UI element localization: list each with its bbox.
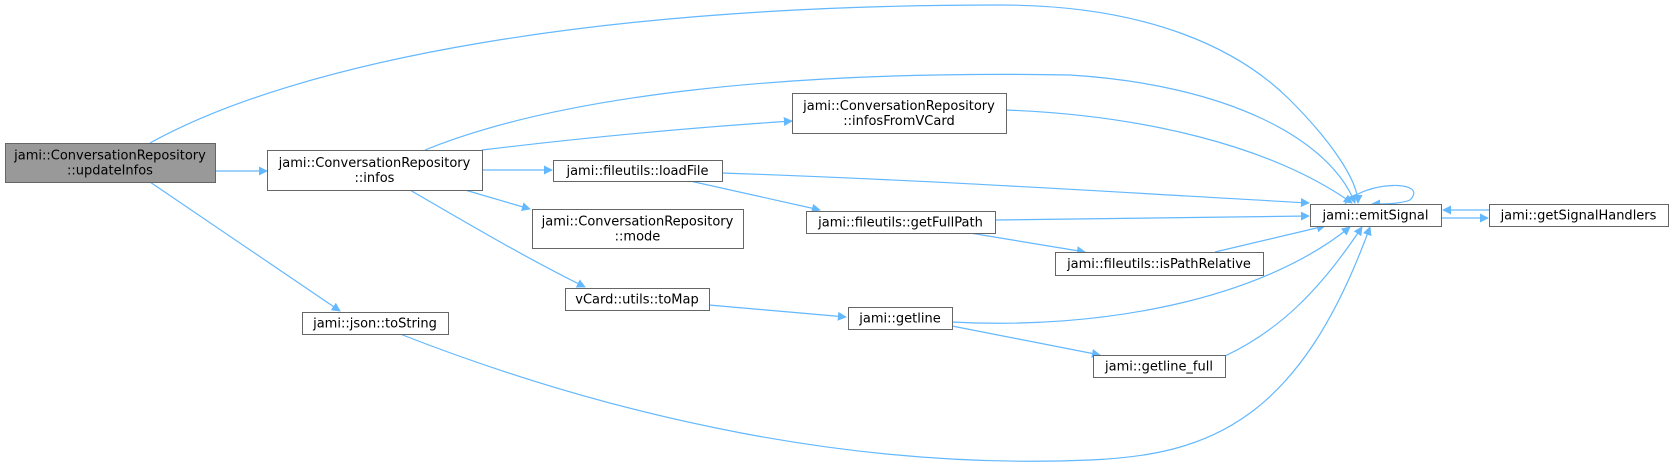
node-label-infosFromVCard-0: jami::ConversationRepository	[802, 99, 995, 114]
edge-loadFile-to-emitSignal	[721, 172, 1310, 208]
edge-infosFromVCard-to-emitSignal	[1005, 109, 1353, 204]
node-label-toMap-0: vCard::utils::toMap	[575, 293, 698, 308]
node-updateInfos[interactable]: jami::ConversationRepository::updateInfo…	[5, 143, 216, 183]
node-label-mode-0: jami::ConversationRepository	[541, 215, 734, 230]
node-label-infos-0: jami::ConversationRepository	[278, 156, 471, 171]
edge-getFullPath-to-isPathRelative	[969, 232, 1086, 256]
edge-infos-to-emitSignal	[424, 73, 1357, 204]
node-box-toString[interactable]	[302, 312, 449, 335]
edge-infos-to-infosFromVCard	[481, 117, 793, 151]
node-box-loadFile[interactable]	[553, 160, 723, 182]
edge-getline_full-to-emitSignal	[1224, 226, 1363, 357]
node-toMap[interactable]: vCard::utils::toMap	[565, 288, 710, 311]
node-box-isPathRelative[interactable]	[1055, 252, 1264, 276]
edge-updateInfos-to-toString	[149, 181, 341, 312]
node-box-mode[interactable]	[532, 209, 744, 249]
edge-getline-to-emitSignal	[951, 226, 1351, 324]
edge-toMap-to-getline	[708, 304, 847, 321]
nodes-layer: jami::ConversationRepository::updateInfo…	[5, 93, 1669, 378]
node-getFullPath[interactable]: jami::fileutils::getFullPath	[806, 211, 996, 234]
node-box-updateInfos[interactable]	[5, 143, 216, 183]
node-box-getline[interactable]	[848, 307, 953, 330]
node-label-isPathRelative-0: jami::fileutils::isPathRelative	[1066, 257, 1251, 272]
edge-getline-to-getline_full	[951, 325, 1101, 358]
edge-loadFile-to-getFullPath	[689, 180, 821, 213]
edge-emitSignal-to-emitSignal	[1344, 184, 1415, 209]
node-label-updateInfos-0: jami::ConversationRepository	[13, 149, 206, 164]
node-getSignalHandlers[interactable]: jami::getSignalHandlers	[1489, 204, 1669, 227]
node-label-getline-0: jami::getline	[858, 312, 940, 327]
node-mode[interactable]: jami::ConversationRepository::mode	[532, 209, 744, 249]
edge-updateInfos-to-emitSignal	[149, 4, 1363, 204]
node-infos[interactable]: jami::ConversationRepository::infos	[267, 150, 483, 191]
node-emitSignal[interactable]: jami::emitSignal	[1310, 204, 1442, 227]
node-label-loadFile-0: jami::fileutils::loadFile	[565, 164, 708, 179]
edge-toString-to-emitSignal	[399, 226, 1372, 462]
node-isPathRelative[interactable]: jami::fileutils::isPathRelative	[1055, 252, 1264, 276]
node-label-emitSignal-0: jami::emitSignal	[1322, 209, 1429, 224]
node-label-infos-1: ::infos	[355, 171, 395, 186]
node-toString[interactable]: jami::json::toString	[302, 312, 449, 335]
node-label-updateInfos-1: ::updateInfos	[67, 164, 153, 179]
node-label-getline_full-0: jami::getline_full	[1104, 360, 1213, 375]
node-box-getSignalHandlers[interactable]	[1489, 204, 1669, 227]
node-getline[interactable]: jami::getline	[848, 307, 953, 330]
edge-isPathRelative-to-emitSignal	[1214, 223, 1326, 253]
node-box-infosFromVCard[interactable]	[792, 93, 1007, 134]
node-box-getFullPath[interactable]	[806, 211, 996, 234]
node-label-getFullPath-0: jami::fileutils::getFullPath	[817, 216, 983, 231]
node-box-getline_full[interactable]	[1093, 355, 1226, 378]
node-label-toString-0: jami::json::toString	[312, 317, 437, 332]
node-loadFile[interactable]: jami::fileutils::loadFile	[553, 160, 723, 182]
edges-layer	[149, 4, 1489, 462]
node-getline_full[interactable]: jami::getline_full	[1093, 355, 1226, 378]
node-box-toMap[interactable]	[565, 288, 710, 311]
node-label-mode-1: ::mode	[615, 230, 661, 245]
node-box-emitSignal[interactable]	[1310, 204, 1442, 227]
node-label-getSignalHandlers-0: jami::getSignalHandlers	[1500, 209, 1657, 224]
node-box-infos[interactable]	[267, 150, 483, 191]
edge-infos-to-mode	[464, 189, 531, 212]
node-infosFromVCard[interactable]: jami::ConversationRepository::infosFromV…	[792, 93, 1007, 134]
node-label-infosFromVCard-1: ::infosFromVCard	[843, 114, 954, 129]
edge-getFullPath-to-emitSignal	[994, 211, 1310, 221]
edge-infos-to-toMap	[409, 189, 586, 288]
